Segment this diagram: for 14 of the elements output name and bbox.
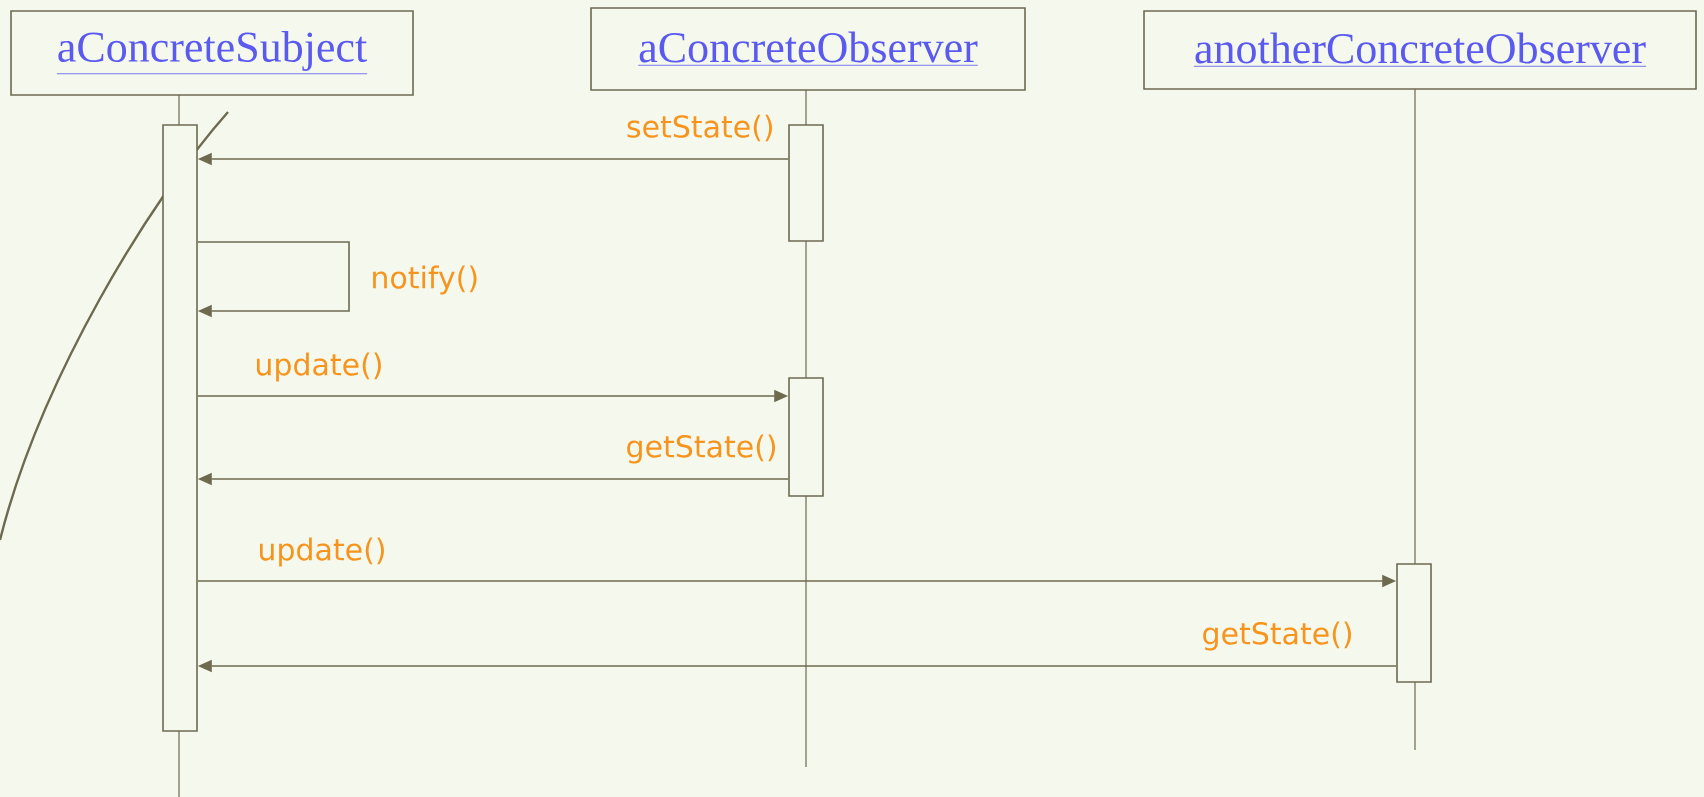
- message-label: getState(): [627, 434, 776, 464]
- message-label: update(): [259, 537, 384, 567]
- message-label: notify(): [373, 265, 477, 295]
- object-box: aConcreteObserver: [590, 7, 1026, 91]
- activation-bar: [1396, 563, 1432, 683]
- activation-bar: [788, 124, 824, 242]
- message-label: setState(): [627, 114, 772, 142]
- activation-bar: [162, 124, 198, 732]
- message-label: getState(): [1203, 621, 1351, 651]
- object-box: aConcreteSubject: [10, 10, 414, 96]
- message-arrow: [197, 241, 350, 318]
- activation-bar: [788, 377, 824, 497]
- object-box: anotherConcreteObserver: [1143, 10, 1697, 90]
- message-label: update(): [256, 352, 381, 382]
